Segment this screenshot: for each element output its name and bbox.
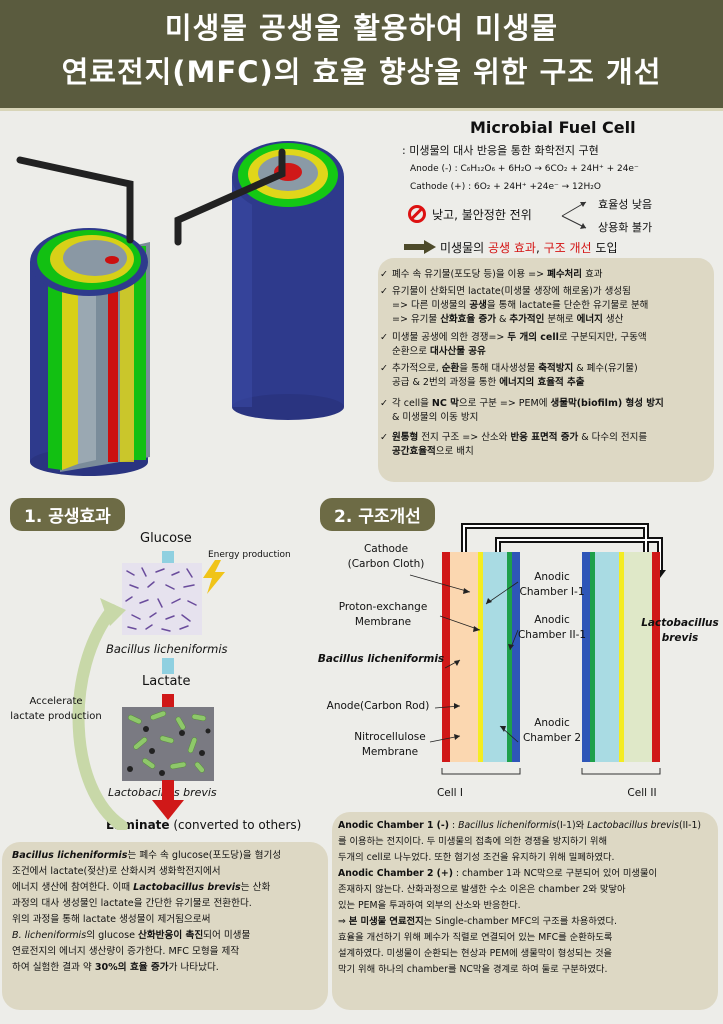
energy-label: Energy production: [208, 550, 291, 560]
cylinder-back: [232, 141, 344, 420]
section-2-paragraph: Anodic Chamber 1 (-) : Bacillus lichenif…: [338, 820, 701, 975]
prohibited-icon: [408, 205, 426, 223]
pem-label: Proton-exchange Membrane: [338, 601, 428, 628]
checklist-panel: [378, 258, 714, 482]
anode-label: Anode(Carbon Rod): [326, 700, 430, 712]
section-2-title: 2. 구조개선: [320, 498, 435, 531]
eliminate-arrow: [152, 780, 184, 820]
problem-effect-1: 효율성 낮음: [598, 198, 653, 211]
mfc-heading: Microbial Fuel Cell: [470, 118, 636, 137]
lightning-icon: [203, 560, 225, 594]
cathode-label: Cathode (Carbon Cloth): [347, 543, 425, 570]
problem-text: 낮고, 불안정한 전위: [432, 208, 532, 222]
chamber-i1-label: Anodic Chamber I-1: [519, 571, 585, 598]
lactate-arrow: [162, 694, 174, 708]
cell-2-label: Cell II: [627, 787, 657, 799]
section-1-title: 1. 공생효과: [10, 498, 125, 531]
bacillus-label: Bacillus licheniformis: [106, 642, 228, 656]
mfc-subtitle: : 미생물의 대사 반응을 통한 화학전지 구현: [402, 144, 599, 157]
problem-effect-2: 상용화 불가: [598, 221, 653, 234]
accelerate-label: Accelerate lactate production: [10, 696, 102, 722]
check-item-2: ✓유기물이 산화되면 lactate(미생물 생장에 해로움)가 생성됨=> 다…: [380, 286, 649, 325]
bacillus-arrow: [162, 658, 174, 674]
diagram-leader-lines: [409, 574, 519, 743]
bacillus-micrograph: [122, 563, 202, 635]
title-banner: 미생물 공생을 활용하여 미생물 연료전지(MFC)의 효율 향상을 위한 구조…: [0, 0, 723, 108]
mfc-cylinder-illustration: [16, 141, 344, 476]
diagram-lacto-label: Lactobacillus brevis: [641, 617, 719, 644]
branch-arrows-icon: [561, 201, 587, 229]
solution-text: 미생물의 공생 효과, 구조 개선 도입: [440, 241, 618, 255]
header-divider: [0, 108, 723, 111]
title-line-1: 미생물 공생을 활용하여 미생물: [164, 11, 559, 45]
diagram-bacillus-label: Bacillus licheniformis: [317, 653, 445, 665]
glucose-arrow: [162, 551, 174, 563]
solution-arrow-icon: [404, 240, 436, 254]
lactate-label: Lactate: [142, 674, 191, 689]
check-item-1: ✓폐수 속 유기물(포도당 등)을 이용 => 폐수처리 효과: [380, 269, 603, 280]
anode-equation: Anode (-) : C₆H₁₂O₆ + 6H₂O → 6CO₂ + 24H⁺…: [410, 164, 639, 174]
section-1-paragraph: Bacillus licheniformis는 폐수 속 glucose(포도당…: [12, 850, 282, 973]
connecting-tubes: [16, 148, 286, 246]
glucose-label: Glucose: [140, 531, 192, 546]
check-item-5: ✓각 cell을 NC 막으로 구분 => PEM에 생물막(biofilm) …: [380, 398, 664, 423]
chamber-ii1-label: Anodic Chamber II-1: [517, 614, 587, 641]
check-item-4: ✓추가적으로, 순환을 통해 대사생성물 축적방지 & 폐수(유기물)공급 & …: [380, 363, 638, 388]
section-2-paragraph-panel: [332, 812, 718, 1010]
cell-1-label: Cell I: [436, 787, 464, 799]
cylinder-front: [30, 228, 150, 476]
chamber-2-label: Anodic Chamber 2: [522, 717, 582, 744]
eliminate-text: Eliminate (converted to others): [106, 818, 302, 832]
lactobacillus-micrograph: [122, 707, 214, 781]
cathode-equation: Cathode (+) : 6O₂ + 24H⁺ +24e⁻ → 12H₂O: [410, 182, 601, 192]
section-1-paragraph-panel: [2, 842, 328, 1010]
nc-membrane-label: Nitrocellulose Membrane: [354, 731, 426, 758]
accelerate-curved-arrow: [72, 598, 128, 830]
title-line-2: 연료전지(MFC)의 효율 향상을 위한 구조 개선: [61, 55, 662, 89]
